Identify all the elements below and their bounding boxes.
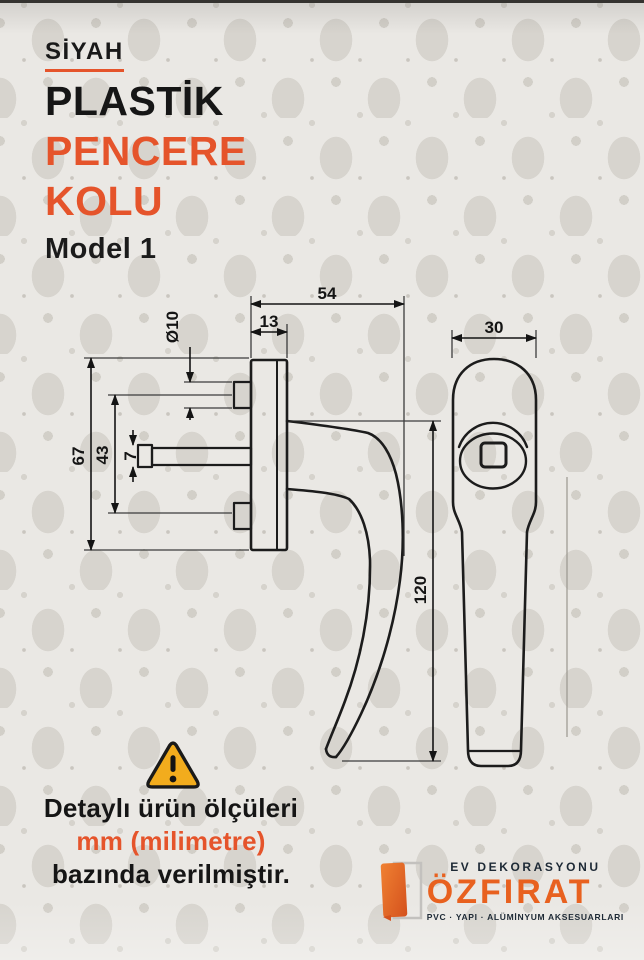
dimension-labels: 54 13 Ø10 67 43 7 120 30 (69, 284, 503, 604)
measurement-notice: Detaylı ürün ölçüleri mm (milimetre) baz… (0, 792, 342, 891)
technical-drawing: 54 13 Ø10 67 43 7 120 30 (69, 284, 568, 768)
grip-tip (324, 747, 338, 759)
front-view (451, 357, 538, 768)
brand-logo: EV DEKORASYONU ÖZFIRAT PVC · YAPI · ALÜM… (379, 860, 624, 922)
grip-inner-edge (285, 487, 372, 751)
color-tag: SİYAH (45, 40, 124, 72)
dim-spindle: 7 (121, 451, 140, 460)
door-icon (380, 861, 423, 921)
dim-screw-diameter: Ø10 (163, 311, 182, 343)
spindle-tip (136, 443, 154, 469)
notice-line-2: mm (milimetre) (76, 826, 266, 856)
logo-brand-name: ÖZFIRAT (426, 873, 593, 911)
spindle-shaft (150, 446, 253, 467)
notice-line-1: Detaylı ürün ölçüleri (43, 793, 299, 823)
title-line-2: PENCERE (45, 128, 247, 174)
spindle-square-hole (479, 441, 508, 469)
dim-screw-span: 43 (93, 446, 112, 465)
rotation-boss (458, 432, 528, 490)
headline: SİYAH PLASTİK PENCERE KOLU Model 1 (45, 40, 247, 264)
side-view (136, 358, 405, 759)
plate-outline (249, 358, 289, 552)
dim-handle-length: 120 (411, 576, 430, 604)
notice-line-3: bazında verilmiştir. (51, 859, 291, 889)
warning-icon (146, 741, 200, 789)
logo-text: EV DEKORASYONU ÖZFIRAT PVC · YAPI · ALÜM… (427, 860, 624, 922)
title-line-1: PLASTİK (45, 78, 224, 124)
screw-post-top (232, 380, 253, 410)
grip-outer-edge (285, 419, 405, 759)
dimension-lines (87, 300, 537, 762)
top-border (0, 0, 644, 3)
dim-plate-thickness: 13 (260, 312, 279, 331)
dim-front-width: 30 (485, 318, 504, 337)
title-line-3: KOLU (45, 178, 164, 224)
logo-tagline-top: EV DEKORASYONU (450, 860, 601, 874)
collar-arc (457, 421, 529, 449)
screw-post-bottom (232, 501, 253, 531)
dim-depth-total: 54 (318, 284, 337, 303)
model-label: Model 1 (45, 233, 157, 265)
dim-plate-height: 67 (69, 447, 88, 466)
logo-tagline-bottom: PVC · YAPI · ALÜMİNYUM AKSESUARLARI (426, 912, 624, 922)
front-outline (451, 357, 538, 768)
